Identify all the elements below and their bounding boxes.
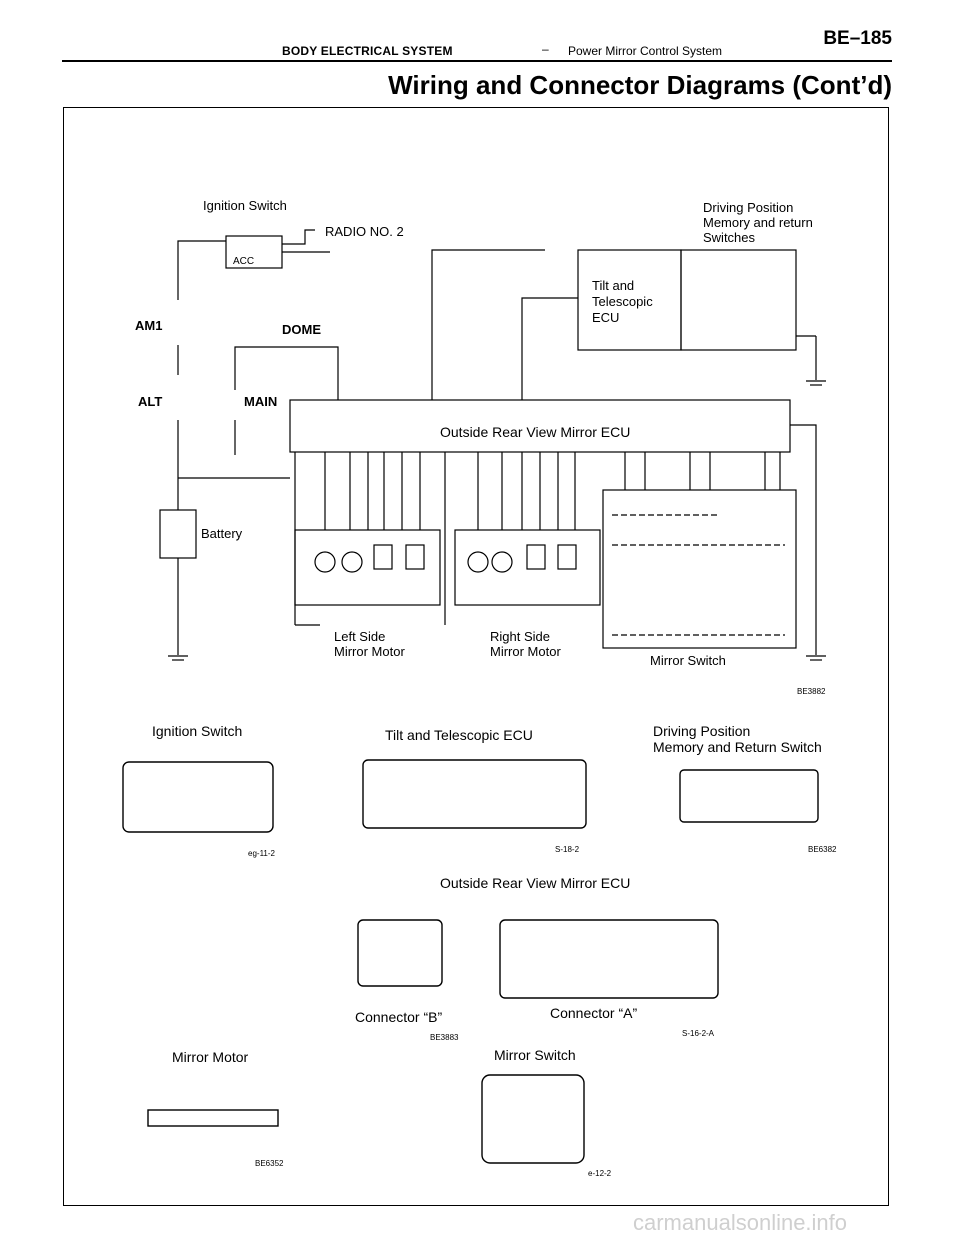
page-header: BODY ELECTRICAL SYSTEM – Power Mirror Co… xyxy=(62,28,892,62)
tilt-ecu-line2: Telescopic xyxy=(592,294,653,309)
conn-outside-ecu-label: Outside Rear View Mirror ECU xyxy=(440,875,630,891)
conn-b-code: BE3883 xyxy=(430,1033,459,1042)
dome-label: DOME xyxy=(282,322,321,337)
driving-switch-line2: Memory and return xyxy=(703,215,813,230)
section-title: BODY ELECTRICAL SYSTEM xyxy=(282,44,453,58)
am1-label: AM1 xyxy=(135,318,162,333)
tilt-ecu-line1: Tilt and xyxy=(592,278,634,293)
mirror-switch-connector xyxy=(481,1074,585,1164)
subsection-title: Power Mirror Control System xyxy=(568,44,723,58)
mirror-motor-connector xyxy=(147,1109,279,1127)
conn-motor-code: BE6352 xyxy=(255,1159,284,1168)
wiring-code: BE3882 xyxy=(797,687,826,696)
connector-b xyxy=(357,919,443,987)
conn-tilt-label: Tilt and Telescopic ECU xyxy=(385,727,533,743)
conn-a-code: S-16-2-A xyxy=(682,1029,715,1038)
conn-ignition-label: Ignition Switch xyxy=(152,723,242,739)
acc-label: ACC xyxy=(233,256,254,267)
conn-switch-label: Mirror Switch xyxy=(494,1047,576,1063)
page-title: Wiring and Connector Diagrams (Cont’d) xyxy=(388,70,892,100)
conn-driving-line2: Memory and Return Switch xyxy=(653,739,822,755)
tilt-ecu-line3: ECU xyxy=(592,310,619,325)
connector-a xyxy=(499,919,719,999)
left-motor-line2: Mirror Motor xyxy=(334,644,405,659)
right-motor-box xyxy=(454,529,601,606)
left-motor-line1: Left Side xyxy=(334,629,385,644)
battery-box xyxy=(159,509,197,559)
driving-switch-line3: Switches xyxy=(703,230,756,245)
diagram-frame xyxy=(63,107,889,1206)
driving-switch-line1: Driving Position xyxy=(703,200,793,215)
conn-motor-label: Mirror Motor xyxy=(172,1049,249,1065)
header-separator: – xyxy=(542,42,549,56)
conn-driving-code: BE6382 xyxy=(808,845,837,854)
mirror-switch-box xyxy=(602,489,797,649)
conn-tilt-code: S-18-2 xyxy=(555,845,580,854)
watermark: carmanualsonline.info xyxy=(633,1210,848,1235)
conn-switch-code: e-12-2 xyxy=(588,1169,612,1178)
alt-label: ALT xyxy=(138,394,162,409)
driving-switch-connector xyxy=(679,769,819,823)
tilt-ecu-connector xyxy=(362,759,587,829)
battery-label: Battery xyxy=(201,526,243,541)
outside-ecu-label: Outside Rear View Mirror ECU xyxy=(440,424,630,440)
right-motor-line1: Right Side xyxy=(490,629,550,644)
driving-switch-box xyxy=(680,249,797,351)
radio-label: RADIO NO. 2 xyxy=(325,224,404,239)
main-label: MAIN xyxy=(244,394,277,409)
mirror-switch-label: Mirror Switch xyxy=(650,653,726,668)
right-motor-line2: Mirror Motor xyxy=(490,644,561,659)
conn-b-label: Connector “B” xyxy=(355,1009,442,1025)
ignition-switch-label: Ignition Switch xyxy=(203,198,287,213)
page-number: BE–185 xyxy=(823,28,892,49)
conn-ignition-code: eg-11-2 xyxy=(248,849,276,858)
conn-a-label: Connector “A” xyxy=(550,1005,637,1021)
header-rule xyxy=(62,60,892,62)
conn-driving-line1: Driving Position xyxy=(653,723,750,739)
ignition-connector xyxy=(122,761,274,833)
